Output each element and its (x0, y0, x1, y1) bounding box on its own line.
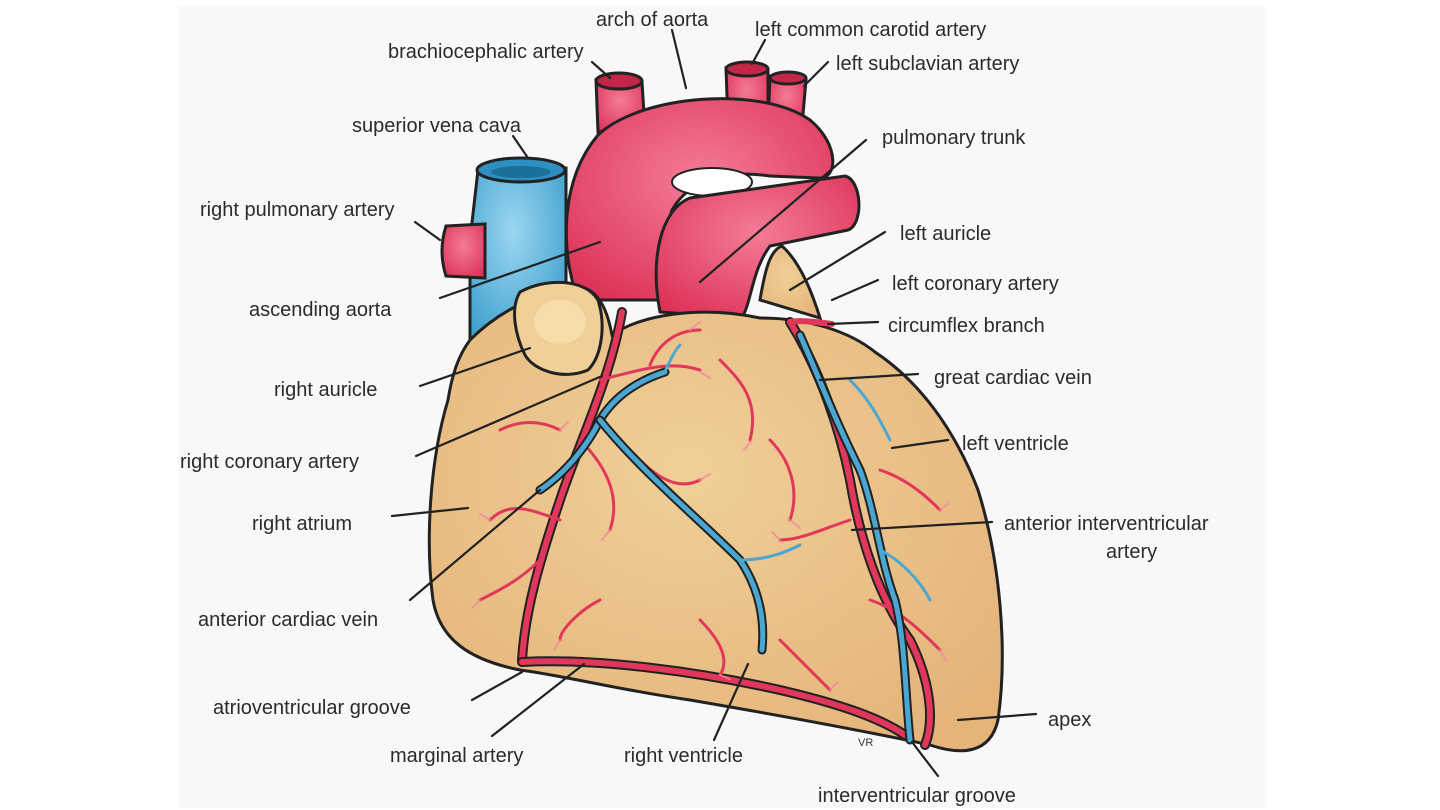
label-apex: apex (1048, 709, 1091, 731)
label-marginal-artery: marginal artery (390, 745, 523, 767)
label-circumflex-branch: circumflex branch (888, 315, 1045, 337)
artist-signature: VR (858, 737, 873, 749)
label-anterior-interventricular-artery-line2: artery (1106, 541, 1157, 563)
left-subclavian-opening (768, 70, 808, 86)
label-ascending-aorta: ascending aorta (249, 299, 392, 321)
label-atrioventricular-groove: atrioventricular groove (213, 697, 411, 719)
heart-body-shape (427, 286, 1004, 753)
label-anterior-cardiac-vein: anterior cardiac vein (198, 609, 378, 631)
label-left-auricle: left auricle (900, 223, 991, 245)
heart-anatomy-diagram: VR arch of aorta left common carotid art… (180, 9, 1209, 807)
label-left-common-carotid-artery: left common carotid artery (755, 19, 986, 41)
right-pulmonary-artery-shape (440, 222, 487, 280)
left-common-carotid-opening (724, 60, 770, 78)
label-right-atrium: right atrium (252, 513, 352, 535)
svc-lumen (491, 166, 551, 178)
label-interventricular-groove: interventricular groove (818, 785, 1016, 807)
label-right-auricle: right auricle (274, 379, 377, 401)
label-right-coronary-artery: right coronary artery (180, 451, 359, 473)
label-right-ventricle: right ventricle (624, 745, 743, 767)
pulmonary-trunk-shape (654, 174, 861, 320)
label-left-subclavian-artery: left subclavian artery (836, 53, 1019, 75)
labels: arch of aorta left common carotid artery… (180, 9, 1209, 807)
leader-lines (390, 28, 1038, 778)
heart-diagram-figure: VR arch of aorta left common carotid art… (178, 6, 1266, 808)
brachiocephalic-artery-opening (594, 71, 644, 91)
label-arch-of-aorta: arch of aorta (596, 9, 709, 31)
label-pulmonary-trunk: pulmonary trunk (882, 127, 1026, 149)
left-auricle-shape (758, 244, 823, 321)
right-auricle-highlight (534, 300, 586, 344)
coronary-arteries (471, 307, 949, 750)
label-superior-vena-cava: superior vena cava (352, 115, 522, 137)
label-right-pulmonary-artery: right pulmonary artery (200, 199, 395, 221)
label-anterior-interventricular-artery-line1: anterior interventricular (1004, 513, 1209, 535)
label-left-coronary-artery: left coronary artery (892, 273, 1059, 295)
label-great-cardiac-vein: great cardiac vein (934, 367, 1092, 389)
label-brachiocephalic-artery: brachiocephalic artery (388, 41, 584, 63)
label-left-ventricle: left ventricle (962, 433, 1069, 455)
